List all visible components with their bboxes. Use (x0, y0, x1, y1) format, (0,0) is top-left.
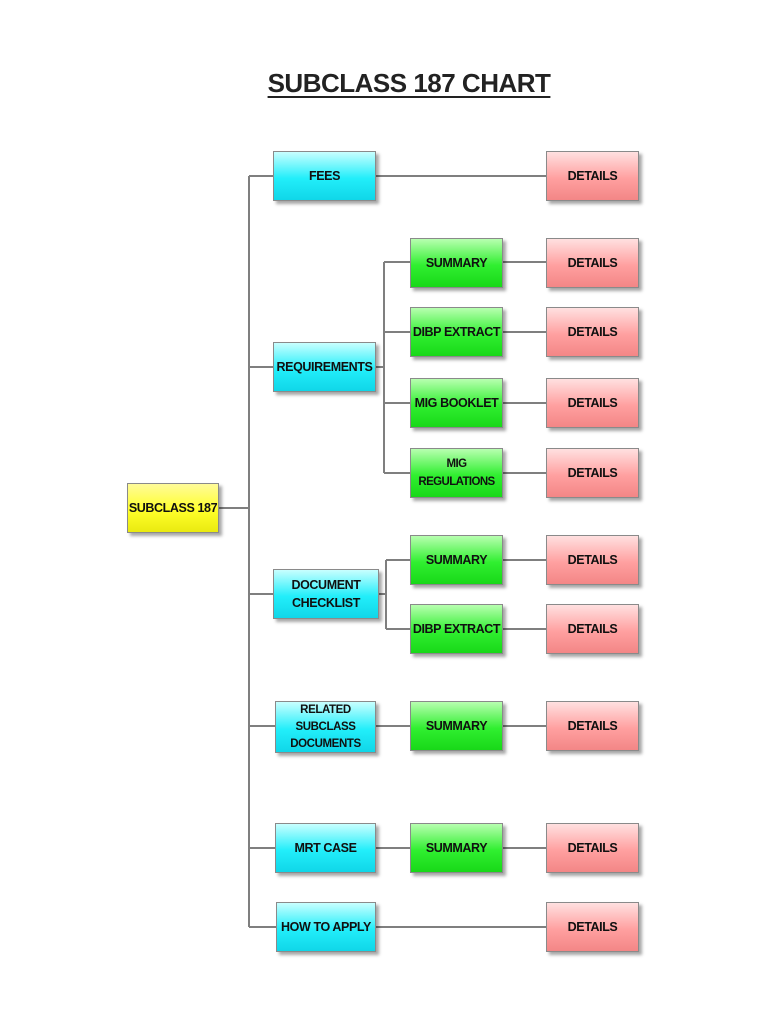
details-checklist-dibp-extract[interactable]: DETAILS (546, 604, 639, 654)
category-requirements[interactable]: REQUIREMENTS (273, 342, 376, 392)
requirements-mig-regulations[interactable]: MIG REGULATIONS (410, 448, 503, 498)
details-how-to-apply[interactable]: DETAILS (546, 902, 639, 952)
category-document-checklist[interactable]: DOCUMENT CHECKLIST (273, 569, 379, 619)
root-node-subclass-187[interactable]: SUBCLASS 187 (127, 483, 219, 533)
details-related-subclass-summary[interactable]: DETAILS (546, 701, 639, 751)
details-mrt-case-summary[interactable]: DETAILS (546, 823, 639, 873)
details-requirements-mig-booklet[interactable]: DETAILS (546, 378, 639, 428)
category-mrt-case[interactable]: MRT CASE (275, 823, 376, 873)
requirements-dibp-extract[interactable]: DIBP EXTRACT (410, 307, 503, 357)
details-requirements-summary[interactable]: DETAILS (546, 238, 639, 288)
chart-title: SUBCLASS 187 CHART (267, 68, 551, 98)
details-requirements-dibp-extract[interactable]: DETAILS (546, 307, 639, 357)
related-subclass-summary[interactable]: SUMMARY (410, 701, 503, 751)
mrt-case-summary[interactable]: SUMMARY (410, 823, 503, 873)
details-checklist-summary[interactable]: DETAILS (546, 535, 639, 585)
category-related-subclass-documents[interactable]: RELATED SUBCLASS DOCUMENTS (275, 701, 376, 753)
details-requirements-mig-regulations[interactable]: DETAILS (546, 448, 639, 498)
details-fees[interactable]: DETAILS (546, 151, 639, 201)
requirements-summary[interactable]: SUMMARY (410, 238, 503, 288)
category-fees[interactable]: FEES (273, 151, 376, 201)
requirements-mig-booklet[interactable]: MIG BOOKLET (410, 378, 503, 428)
category-how-to-apply[interactable]: HOW TO APPLY (276, 902, 376, 952)
checklist-dibp-extract[interactable]: DIBP EXTRACT (410, 604, 503, 654)
checklist-summary[interactable]: SUMMARY (410, 535, 503, 585)
